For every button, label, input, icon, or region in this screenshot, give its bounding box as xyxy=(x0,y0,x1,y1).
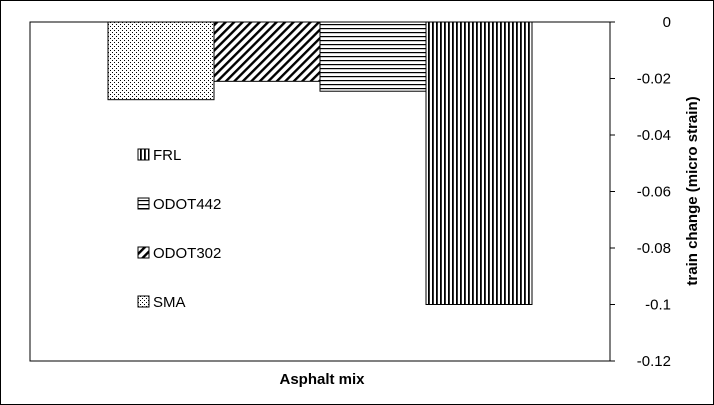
y-tick-label: 0 xyxy=(663,14,671,31)
legend-swatch-odot442 xyxy=(137,197,150,210)
y-tick-label: -0.12 xyxy=(637,353,671,370)
y-tick-label: -0.02 xyxy=(637,71,671,88)
legend-swatch-frl xyxy=(137,148,150,161)
legend-swatch-sma xyxy=(137,295,150,308)
y-axis-ticks: 0 -0.02 -0.04 -0.06 -0.08 -0.1 -0.12 xyxy=(610,14,671,370)
legend-label-frl: FRL xyxy=(153,147,181,164)
legend-swatch-odot302 xyxy=(137,246,150,259)
legend-label-sma: SMA xyxy=(153,294,186,311)
y-axis-title: train change (micro strain) xyxy=(684,96,701,285)
y-tick-label: -0.1 xyxy=(645,297,671,314)
bar-odot442 xyxy=(319,21,427,92)
legend-label-odot302: ODOT302 xyxy=(153,245,221,262)
bar-odot302 xyxy=(213,21,321,82)
y-tick-label: -0.06 xyxy=(637,184,671,201)
x-axis-title: Asphalt mix xyxy=(279,371,365,388)
legend-label-odot442: ODOT442 xyxy=(153,196,221,213)
y-tick-label: -0.04 xyxy=(637,127,671,144)
bars xyxy=(107,21,533,305)
y-tick-label: -0.08 xyxy=(637,240,671,257)
bar-sma xyxy=(107,21,215,101)
bar-frl xyxy=(425,21,533,305)
